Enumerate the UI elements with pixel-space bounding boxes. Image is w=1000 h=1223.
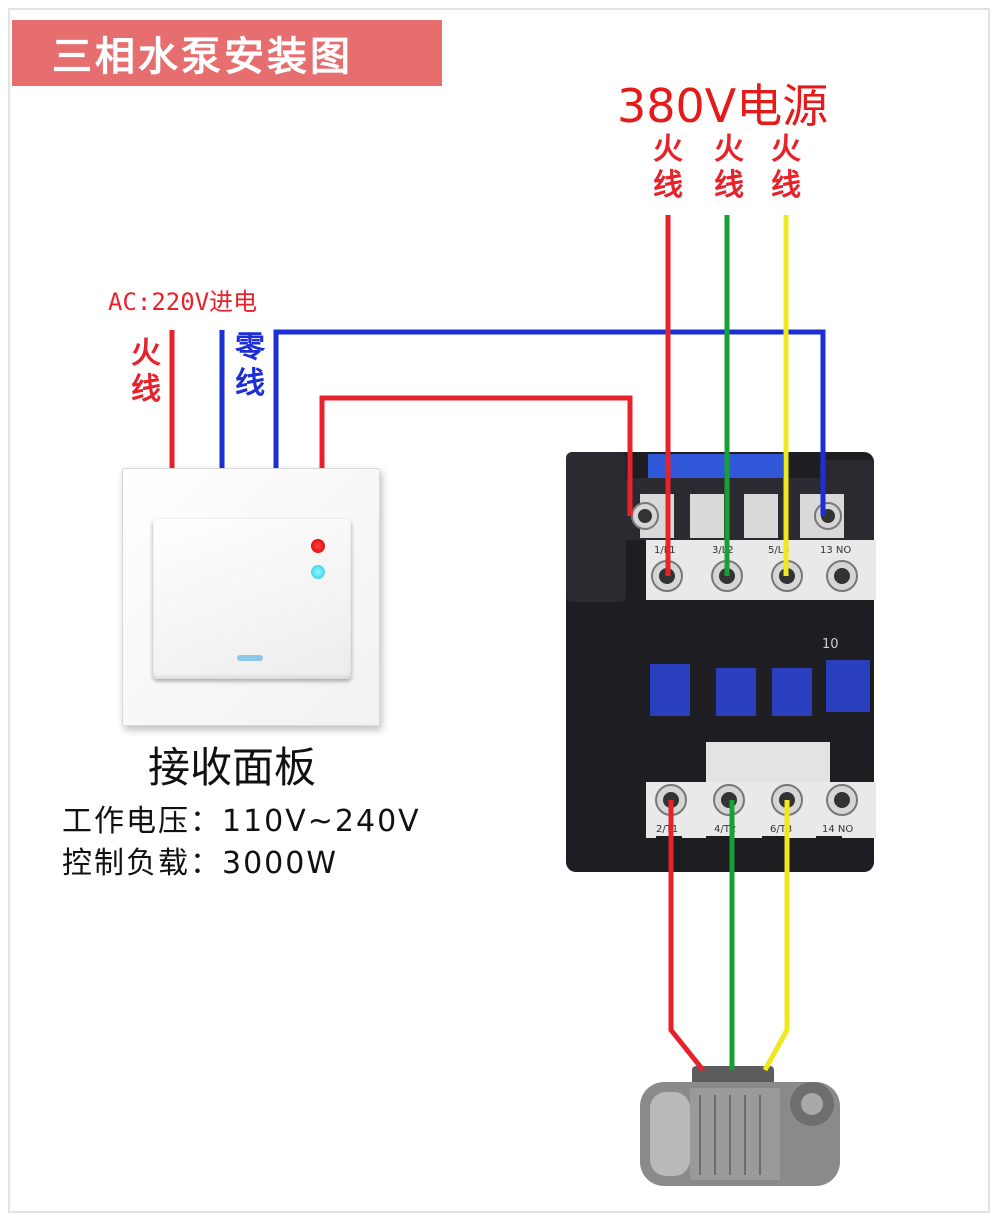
power-source-title: 380V电源 bbox=[617, 79, 829, 133]
phase-t3-motor-wire bbox=[762, 800, 790, 1072]
terminal-label-top-3: 5/L3 bbox=[768, 545, 790, 556]
contactor bbox=[566, 452, 876, 872]
terminal-label-bottom-2: 4/T2 bbox=[714, 824, 736, 835]
terminal-label-bottom-1: 2/T1 bbox=[656, 824, 678, 835]
coil-a2-wire bbox=[273, 329, 826, 516]
coil-label-a1: A1 bbox=[636, 482, 649, 493]
panel-name: 接收面板 bbox=[148, 743, 317, 792]
red-indicator-led bbox=[311, 539, 325, 553]
panel-voltage-spec: 工作电压：110V~240V bbox=[62, 804, 421, 839]
terminal-label-top-4: 13 NO bbox=[820, 545, 851, 556]
terminal-label-top-2: 3/L2 bbox=[712, 545, 734, 556]
image-border bbox=[8, 8, 990, 1213]
ac-input-title: AC:220V进电 bbox=[108, 288, 258, 316]
panel-load-spec: 控制负载：3000W bbox=[62, 846, 339, 881]
ac-live-label: 火 线 bbox=[131, 336, 161, 407]
cyan-indicator-led bbox=[311, 565, 325, 579]
receiver-panel[interactable] bbox=[122, 468, 380, 726]
power-line-3-label: 火 线 bbox=[771, 132, 801, 203]
coil-a1-wire bbox=[319, 395, 633, 516]
contactor-model-mark: 10 bbox=[822, 637, 839, 652]
power-line-2-label: 火 线 bbox=[714, 132, 744, 203]
diagram-title: 三相水泵安装图 bbox=[12, 20, 442, 86]
ac-neutral-label: 零 线 bbox=[235, 330, 265, 401]
phase-t1-motor-wire bbox=[668, 800, 705, 1072]
terminal-label-bottom-3: 6/T3 bbox=[770, 824, 792, 835]
terminal-label-top-1: 1/L1 bbox=[654, 545, 676, 556]
pump-motor-icon bbox=[640, 1066, 840, 1186]
power-line-1-label: 火 线 bbox=[653, 132, 683, 203]
bottom-terminal-screws bbox=[655, 784, 858, 816]
rocker-switch[interactable] bbox=[153, 519, 351, 679]
switch-indicator-bar bbox=[237, 655, 263, 661]
terminal-label-bottom-4: 14 NO bbox=[822, 824, 853, 835]
